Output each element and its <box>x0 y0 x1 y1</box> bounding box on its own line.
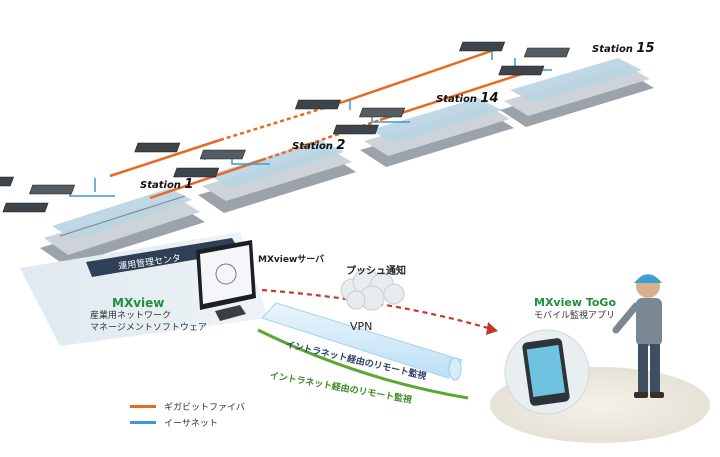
ethernet-swatch <box>130 421 156 424</box>
legend-fiber: ギガビットファイバ <box>130 400 245 413</box>
station-14-platform <box>360 98 514 167</box>
push-notification-label: プッシュ通知 <box>346 266 406 277</box>
server-label: MXviewサーバ <box>258 255 325 265</box>
legend-ethernet: イーサネット <box>130 416 218 429</box>
station-label: Station 1 <box>140 177 194 192</box>
fiber-backbone <box>109 46 541 200</box>
vpn-label: VPN <box>350 320 373 333</box>
cloud-icon <box>340 268 405 311</box>
station-label: Station 14 <box>436 91 499 106</box>
station-2-platform <box>198 140 356 213</box>
togo-title: MXview ToGo <box>534 296 617 309</box>
station-1-platform <box>40 188 205 266</box>
switches <box>0 41 570 213</box>
legend-label: ギガビットファイバ <box>164 403 245 413</box>
station-label: Station 15 <box>592 41 655 56</box>
phone-icon <box>504 329 590 415</box>
engineer-figure <box>612 274 664 398</box>
station-15-platform <box>500 58 654 127</box>
vpn-tube <box>261 302 463 381</box>
fiber-swatch <box>130 405 156 408</box>
mxview-server-monitor <box>196 240 256 321</box>
mxview-desc-line1: 産業用ネットワーク <box>90 311 172 321</box>
togo-subtitle: モバイル監視アプリ <box>534 311 616 321</box>
mxview-desc-line2: マネージメントソフトウェア <box>90 323 207 333</box>
legend-label: イーサネット <box>164 419 218 429</box>
intranet-line <box>257 328 469 400</box>
station-label: Station 2 <box>292 138 346 153</box>
mxview-title: MXview <box>112 296 165 310</box>
